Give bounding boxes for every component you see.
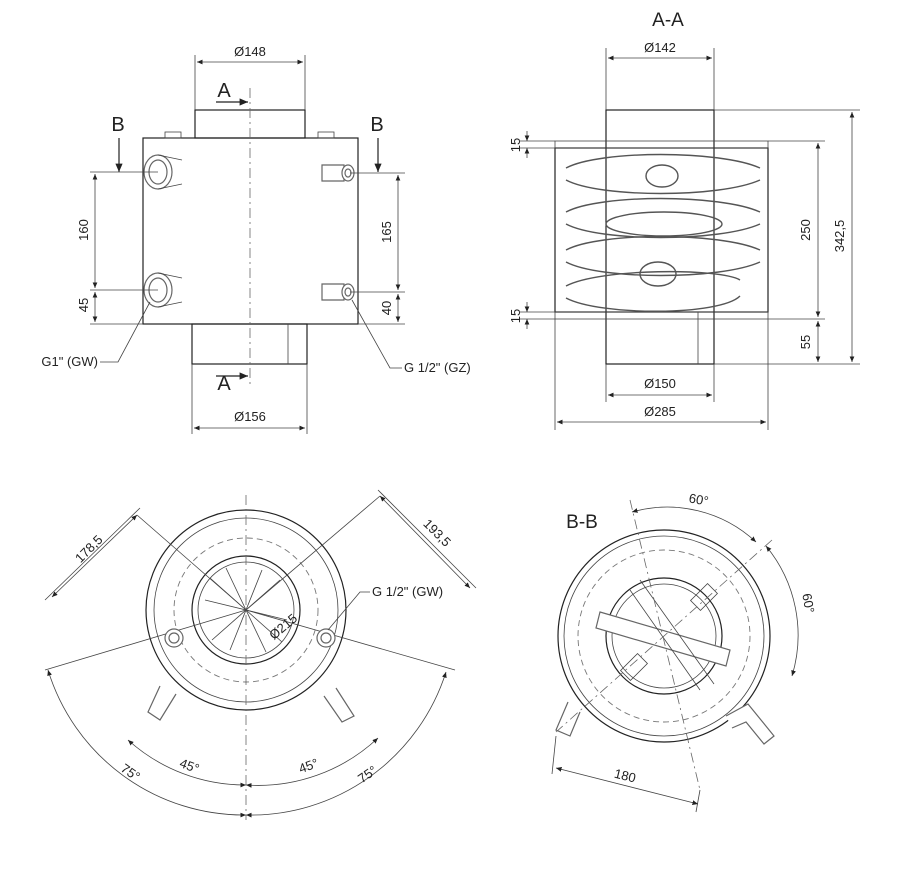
bb-angle-right: 60° <box>799 592 817 614</box>
aa-dim-bottom-height: 55 <box>798 335 813 349</box>
dim-bottom-diameter: Ø156 <box>234 409 266 424</box>
label-right-connection: G 1/2" (GZ) <box>404 360 471 375</box>
front-tab-right <box>317 131 335 139</box>
front-fitting-right-bottom <box>321 283 355 301</box>
dim-left-lower: 45 <box>76 298 91 312</box>
front-bottom-base <box>191 323 308 365</box>
aa-dim-outer-diameter: Ø285 <box>644 404 676 419</box>
aa-dim-top-flange: 15 <box>508 138 523 152</box>
front-view: Ø148 A A B B 160 45 165 40 Ø156 G1 <box>41 44 471 434</box>
top-fitting-right <box>316 628 355 723</box>
bb-coil-pipe <box>595 579 731 691</box>
section-marker-b-left: B <box>111 114 124 136</box>
aa-bottom-flange <box>554 311 769 320</box>
top-angle-right-inner: 45° <box>297 755 321 776</box>
section-marker-a-top: A <box>217 80 231 102</box>
bb-angle-top: 60° <box>688 490 710 508</box>
aa-dim-coil-height: 250 <box>798 219 813 241</box>
dim-right-lower: 40 <box>379 301 394 315</box>
aa-outer-shell <box>554 147 769 313</box>
front-fitting-left-top <box>143 154 183 190</box>
label-left-connection: G1" (GW) <box>41 354 98 369</box>
bb-inner-circle <box>605 577 723 695</box>
front-tab-left <box>164 131 182 139</box>
top-dim-right-radius: 193,5 <box>420 516 454 550</box>
top-dim-left-radius: 178,5 <box>72 532 106 566</box>
section-marker-b-right: B <box>370 114 383 136</box>
aa-dim-top-diameter: Ø142 <box>644 40 676 55</box>
aa-dim-bottom-flange: 15 <box>508 309 523 323</box>
front-fitting-right-top <box>321 164 355 182</box>
aa-inner-core <box>605 109 715 365</box>
bb-pipe-left <box>555 701 581 737</box>
bb-dim-width: 180 <box>613 766 638 786</box>
section-aa-title: A-A <box>652 10 684 31</box>
top-angle-left-inner: 45° <box>178 755 202 776</box>
section-bb-view: B-B 60° 60° 180 <box>551 490 818 813</box>
top-view: 178,5 193,5 Ø215 G 1/2" (GW) 45° 45° 75°… <box>44 489 477 820</box>
top-angle-right-outer: 75° <box>355 763 380 787</box>
aa-dim-inner-diameter: Ø150 <box>644 376 676 391</box>
dim-top-diameter: Ø148 <box>234 44 266 59</box>
top-fitting-left <box>147 628 184 721</box>
top-label-connection: G 1/2" (GW) <box>372 584 443 599</box>
section-marker-a-bottom: A <box>217 373 231 395</box>
dim-left-upper: 160 <box>76 219 91 241</box>
bb-pipe-right <box>725 703 775 745</box>
section-bb-title: B-B <box>566 512 598 533</box>
top-dim-diameter: Ø215 <box>266 611 300 643</box>
dim-right-upper: 165 <box>379 221 394 243</box>
aa-heating-coil <box>565 153 761 312</box>
aa-dim-total-height: 342,5 <box>832 220 847 253</box>
top-angle-left-outer: 75° <box>118 761 143 785</box>
section-aa-view: A-A Ø142 15 <box>508 10 860 430</box>
aa-top-flange <box>554 140 769 149</box>
